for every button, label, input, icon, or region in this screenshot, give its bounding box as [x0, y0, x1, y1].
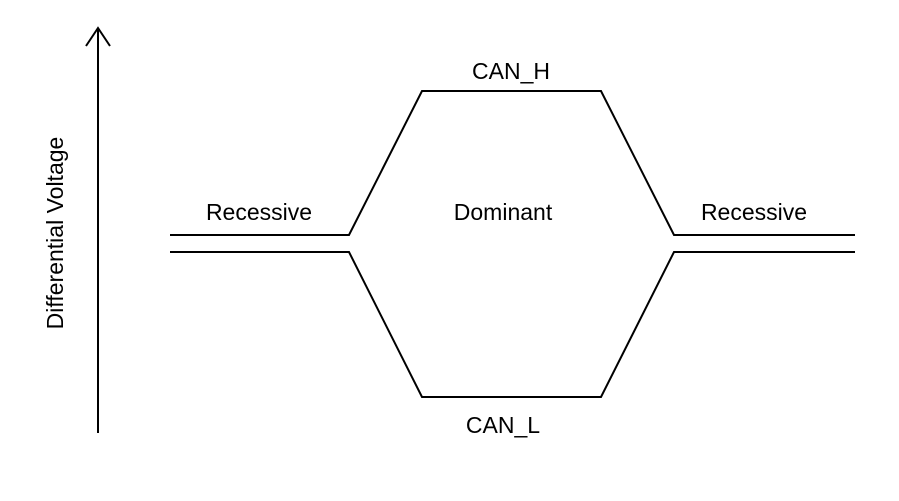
can-l-signal-line [170, 251, 855, 398]
can-h-label: CAN_H [472, 58, 550, 84]
dominant-label: Dominant [454, 199, 553, 225]
axis-arrow-icon [85, 26, 111, 47]
can-h-signal-line [170, 90, 855, 236]
can-l-label: CAN_L [466, 412, 540, 438]
recessive-right-label: Recessive [701, 199, 807, 225]
axis-label: Differential Voltage [42, 137, 68, 330]
recessive-left-label: Recessive [206, 199, 312, 225]
